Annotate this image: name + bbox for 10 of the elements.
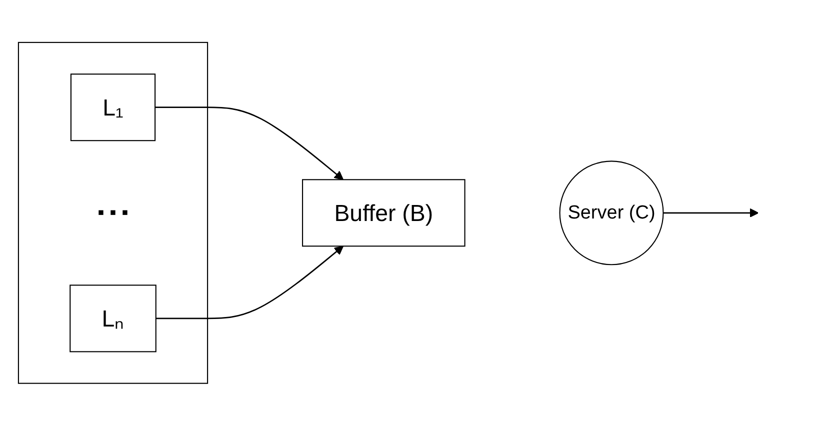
node-box: [302, 178, 466, 246]
arrow: [156, 245, 344, 319]
node-text: ▪ ▪ ▪: [98, 201, 128, 223]
cluster: [18, 42, 208, 384]
arrow: [663, 208, 759, 218]
node-circle: [559, 160, 664, 265]
queue-diagram: L₁ ▪ ▪ ▪ Lₙ Buffer (B) Server (C): [10, 34, 830, 392]
arrow: [155, 106, 344, 180]
node-box: [70, 73, 156, 141]
node-box: [70, 284, 156, 352]
